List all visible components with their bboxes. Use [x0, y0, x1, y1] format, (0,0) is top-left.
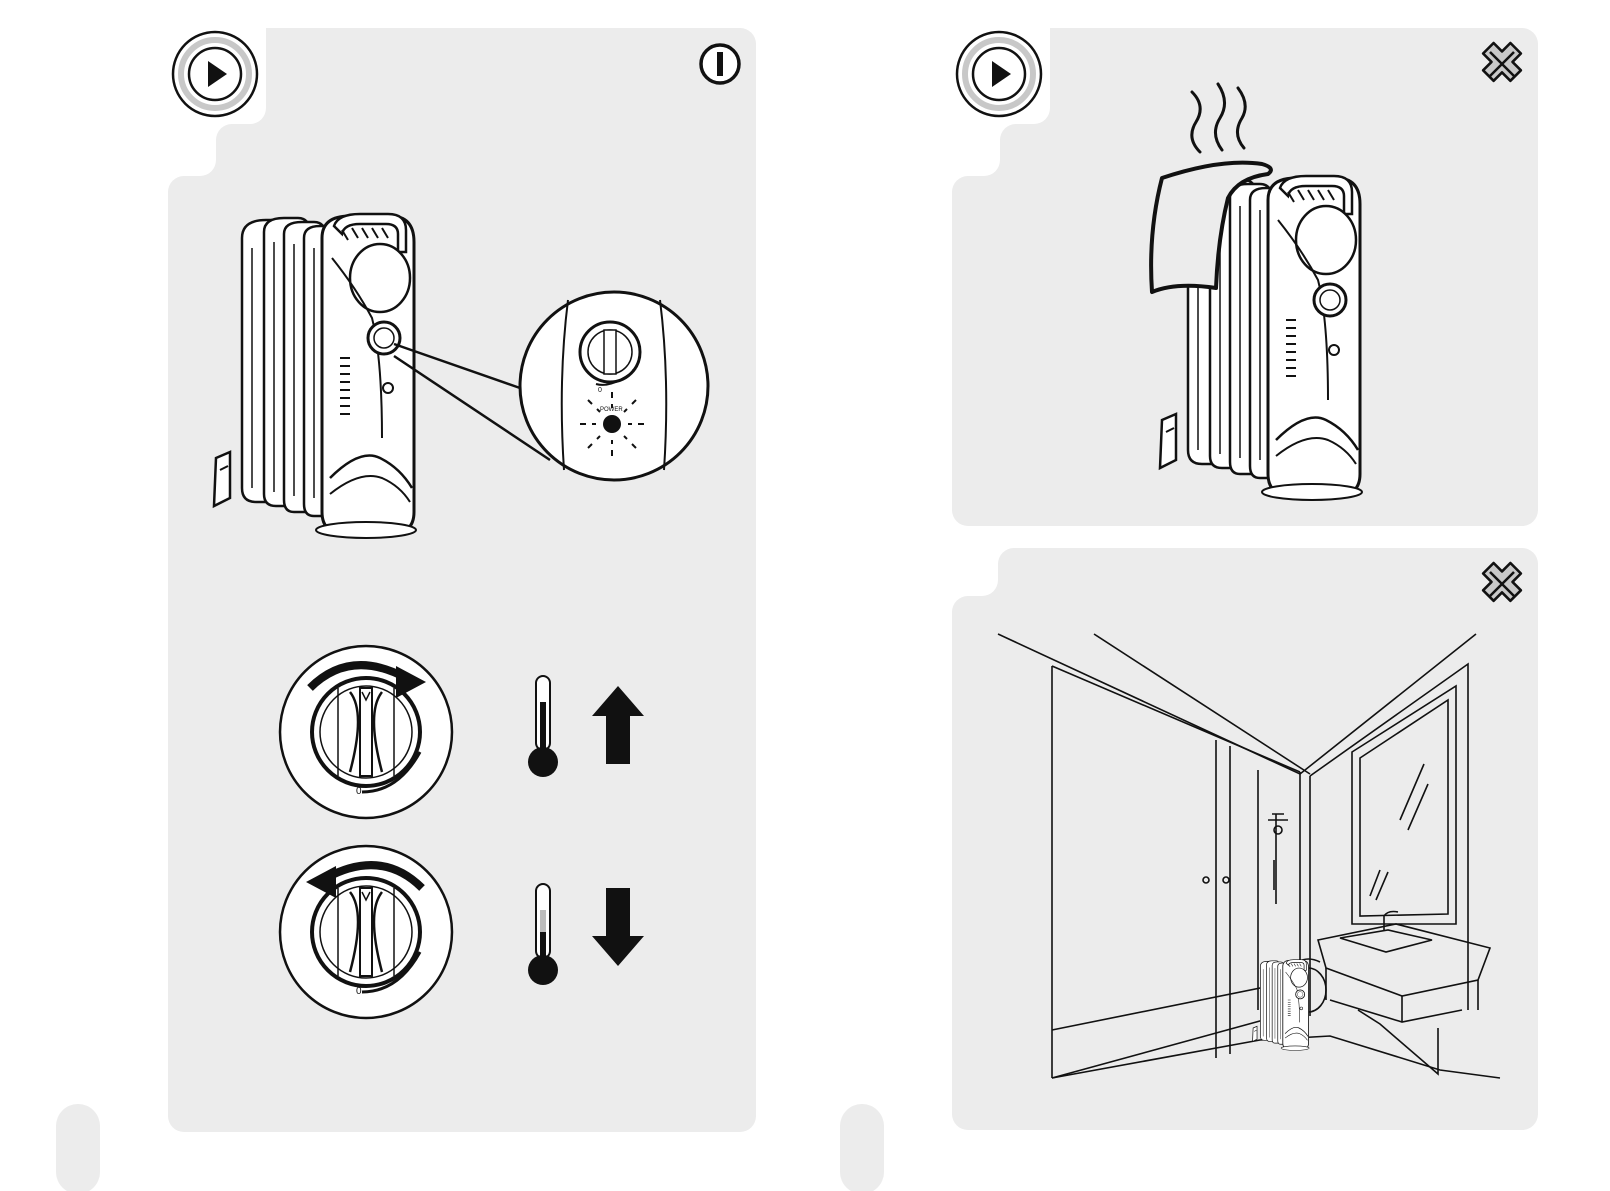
radiator-drawing	[214, 214, 416, 538]
dial-increase: 0 +	[280, 646, 452, 818]
play-icon	[957, 32, 1041, 116]
left-bottom-tab	[56, 1104, 100, 1191]
small-radiator-drawing	[1253, 960, 1310, 1051]
power-light	[603, 415, 621, 433]
towel-warning-panel	[952, 28, 1538, 526]
dial-down-min-label: 0	[356, 986, 362, 997]
bathroom-warning-panel	[952, 548, 1538, 1130]
play-icon	[173, 32, 257, 116]
dial-decrease: 0 +	[280, 846, 452, 1018]
dial-up-plus-label: +	[406, 759, 413, 773]
power-icon	[701, 45, 739, 83]
left-instruction-panel: 0 + POWER 0 + 0 +	[168, 28, 756, 1132]
control-panel-callout: 0 + POWER	[520, 292, 708, 480]
dial-up-min-label: 0	[356, 786, 362, 797]
right-bottom-tab	[840, 1104, 884, 1191]
callout-dial-min-label: 0	[598, 387, 602, 394]
callout-dial-plus-label: +	[632, 365, 637, 374]
dial-down-plus-label: +	[406, 959, 413, 973]
